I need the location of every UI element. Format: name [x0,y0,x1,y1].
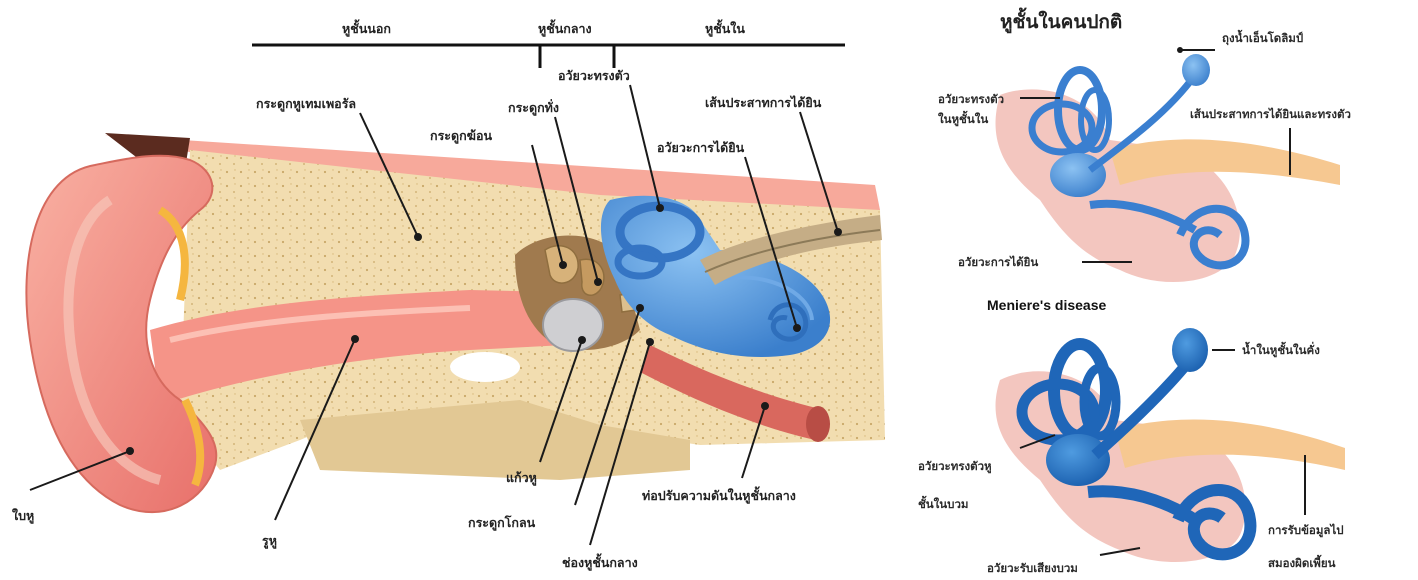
eardrum [543,299,603,351]
meniere-panel-title: Meniere's disease [987,297,1107,313]
label-incus: กระดูกทั่ง [508,99,559,116]
normal-inner-ear-panel: หูชั้นในคนปกติ ถุงน้ำเอ็นโดลิมป์ อวัยวะท… [938,7,1351,282]
label-inner-ear: หูชั้นใน [705,19,745,37]
label-swollen-vestibular-1: อวัยวะทรงตัวหู [918,459,992,474]
label-ear-canal: รูหู [262,533,277,549]
normal-panel-title: หูชั้นในคนปกติ [1000,7,1122,34]
label-vestibular: อวัยวะทรงตัว [558,68,630,83]
label-cochlea: อวัยวะการได้ยิน [657,140,745,155]
label-swollen-vestibular-2: ชั้นในบวม [918,495,968,511]
label-malleus: กระดูกฆ้อน [430,128,492,144]
label-cochlear-nerve: เส้นประสาทการได้ยิน [705,95,822,110]
section-bar [252,45,845,68]
label-vestibular-inner-2: ในหูชั้นใน [938,110,988,127]
label-pinna: ใบหู [12,508,34,524]
label-normal-cochlea: อวัยวะการได้ยิน [958,255,1038,269]
bone-cavity [450,352,520,382]
eustachian-tube-opening [806,406,830,442]
main-ear-diagram: หูชั้นนอก หูชั้นกลาง หูชั้นใน กระดูกหูเท… [12,19,885,571]
meniere-panel: Meniere's disease น้ำในหูชั้นในคั่ง อวัย… [918,297,1345,575]
label-swollen-cochlea: อวัยวะรับเสียงบวม [987,561,1078,575]
label-middle-ear: หูชั้นกลาง [538,19,592,37]
label-fluid: น้ำในหูชั้นในคั่ง [1242,341,1320,358]
label-temporal-bone: กระดูกหูเทมเพอรัล [256,96,356,112]
label-stapes: กระดูกโกลน [468,515,536,531]
label-abnormal-1: การรับข้อมูลไป [1268,523,1344,538]
label-middle-ear-cavity: ช่องหูชั้นกลาง [562,553,638,571]
label-abnormal-2: สมองผิดเพี้ยน [1268,554,1336,570]
label-vestibular-inner-1: อวัยวะทรงตัว [938,92,1004,106]
label-endolymphatic-sac: ถุงน้ำเอ็นโดลิมป์ [1222,29,1303,46]
label-eardrum: แก้วหู [506,470,537,486]
label-eustachian-tube: ท่อปรับความดันในหูชั้นกลาง [642,486,796,504]
label-outer-ear: หูชั้นนอก [342,19,391,37]
label-nerve: เส้นประสาทการได้ยินและทรงตัว [1190,107,1351,121]
